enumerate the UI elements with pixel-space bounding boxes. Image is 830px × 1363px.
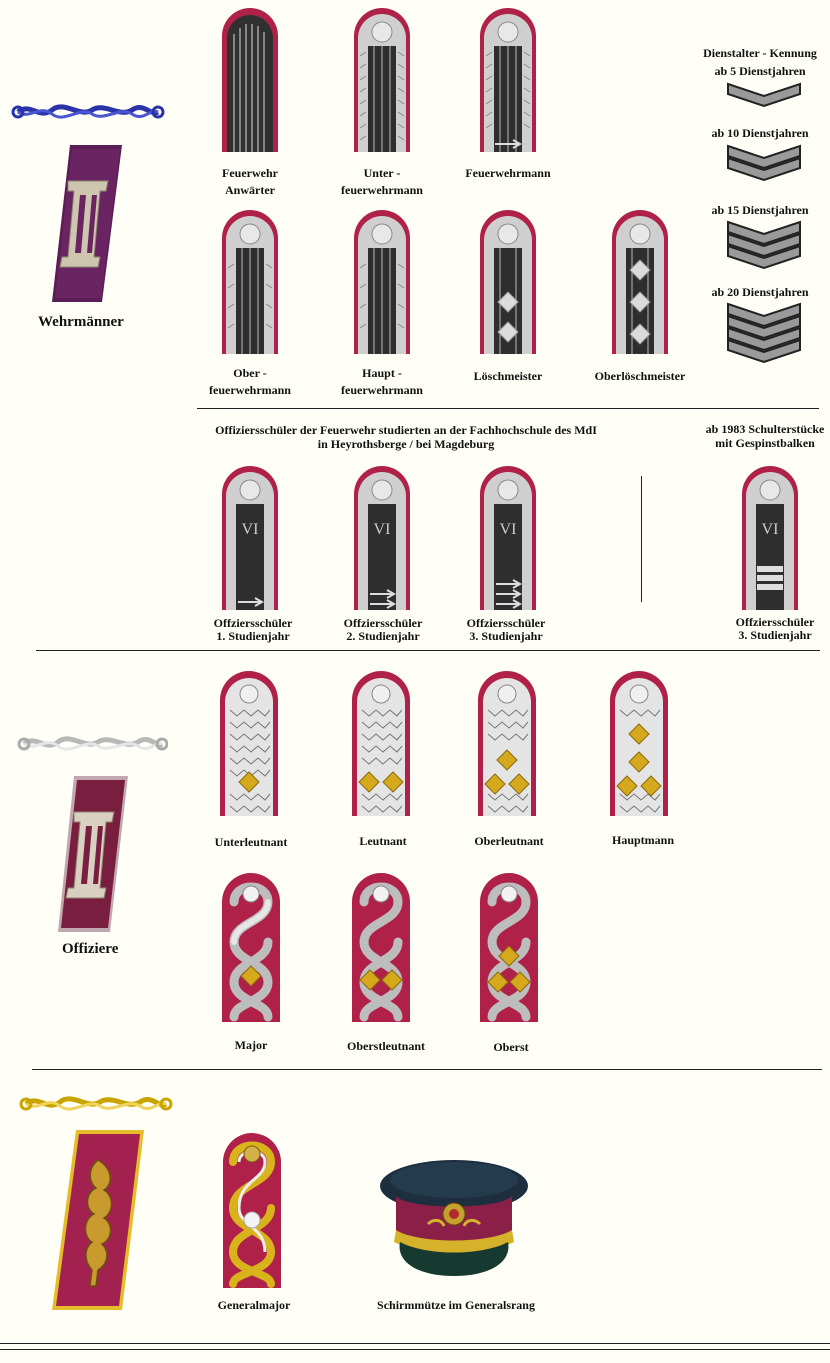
cadets-side-header-line: mit Gespinstbalken [715, 436, 815, 450]
service-title: Dienstalter - Kennung [703, 46, 817, 60]
collar-tab-offiziere-icon [56, 776, 131, 936]
strap-hauptmann-icon [608, 670, 668, 816]
chevron-4-icon [726, 300, 802, 364]
service-20-label: ab 20 Dienstjahren [711, 285, 809, 299]
divider-3 [32, 1069, 822, 1070]
label-line: 2. Studienjahr [346, 629, 420, 643]
section-title-wehrmaenner: Wehrmänner [38, 314, 124, 330]
label-leutnant: Leutnant [359, 834, 407, 848]
bottom-rule-2 [0, 1349, 830, 1350]
label-line: Offziersschüler [735, 615, 815, 629]
strap-cadet-year3-1983-icon: VI [740, 464, 800, 610]
cadets-header: Offiziersschüler der Feuerwehr studierte… [196, 423, 616, 451]
cadets-side-header-line: ab 1983 Schulterstücke [705, 422, 825, 436]
label-line: 3. Studienjahr [469, 629, 543, 643]
strap-major-icon [220, 872, 280, 1022]
label-feuerwehrmann: Feuerwehrmann [458, 165, 558, 182]
roman-numeral: VI [374, 521, 391, 538]
strap-ober-feuerwehrmann-icon [220, 208, 280, 354]
label-unter-feuerwehrmann: Unter - feuerwehrmann [332, 165, 432, 199]
roman-numeral: VI [500, 521, 517, 538]
label-ober-feuerwehrmann: Ober - feuerwehrmann [200, 365, 300, 399]
label-oberloeschmeister: Oberlöschmeister [580, 368, 700, 385]
label-line: 1. Studienjahr [216, 629, 290, 643]
label-line: Feuerwehr [222, 166, 278, 180]
label-line: Unter - [363, 166, 401, 180]
label-generalmajor: Generalmajor [217, 1298, 291, 1312]
label-line: Offziersschüler [213, 616, 293, 630]
label-line: feuerwehrmann [341, 183, 423, 197]
service-5-label: ab 5 Dienstjahren [714, 64, 806, 78]
strap-loeschmeister-icon [478, 208, 538, 354]
vertical-divider [641, 476, 642, 602]
label-oberst: Oberst [493, 1040, 529, 1054]
roman-numeral: VI [242, 521, 259, 538]
label-line: 3. Studienjahr [738, 628, 812, 642]
service-10-label: ab 10 Dienstjahren [711, 126, 809, 140]
label-line: Offziersschüler [466, 616, 546, 630]
label-major: Major [234, 1038, 268, 1052]
strap-feuerwehrmann-icon [478, 6, 538, 152]
label-haupt-feuerwehrmann: Haupt - feuerwehrmann [332, 365, 432, 399]
strap-feuerwehr-anwaerter-icon [220, 6, 280, 153]
bottom-rule-1 [0, 1343, 830, 1344]
label-line: Offziersschüler [343, 616, 423, 630]
collar-tab-wehrmaenner-icon [50, 145, 125, 305]
cadets-header-line: in Heyrothsberge / bei Magdeburg [317, 437, 495, 451]
strap-cadet-year3-icon: VI [478, 464, 538, 610]
label-line: Oberlöschmeister [594, 369, 686, 383]
label-line: Feuerwehrmann [465, 166, 551, 180]
chevron-3-icon [726, 218, 802, 272]
label-line: Löschmeister [473, 369, 543, 383]
cadets-header-line: Offiziersschüler der Feuerwehr studierte… [215, 423, 597, 437]
section-title-offiziere: Offiziere [62, 941, 119, 957]
cadets-side-header: ab 1983 Schulterstücke mit Gespinstbalke… [700, 422, 830, 450]
strap-oberst-icon [478, 872, 538, 1022]
label-line: Ober - [233, 366, 267, 380]
label-oberleutnant: Oberleutnant [474, 834, 544, 848]
label-oberstleutnant: Oberstleutnant [347, 1039, 425, 1053]
gold-cord-icon [18, 1090, 173, 1120]
chevron-2-icon [726, 142, 802, 182]
collar-tab-general-icon [50, 1130, 146, 1312]
strap-oberstleutnant-icon [350, 872, 410, 1022]
chevron-1-icon [726, 80, 802, 110]
strap-oberloeschmeister-icon [610, 208, 670, 354]
roman-numeral: VI [762, 521, 779, 538]
silver-cord-icon [16, 730, 168, 760]
label-line: feuerwehrmann [209, 383, 291, 397]
strap-unterleutnant-icon [218, 670, 278, 816]
label-unterleutnant: Unterleutnant [214, 835, 288, 849]
strap-cadet-year2-icon: VI [352, 464, 412, 610]
general-cap-icon [378, 1150, 530, 1280]
service-15-label: ab 15 Dienstjahren [711, 203, 809, 217]
label-general-cap: Schirmmütze im Generalsrang [377, 1298, 535, 1312]
strap-unter-feuerwehrmann-icon [352, 6, 412, 152]
label-line: Haupt - [362, 366, 402, 380]
blue-cord-icon [10, 98, 165, 128]
strap-generalmajor-icon [221, 1132, 281, 1288]
divider-1 [197, 408, 819, 409]
strap-leutnant-icon [350, 670, 410, 816]
divider-2 [36, 650, 820, 651]
label-loeschmeister: Löschmeister [458, 368, 558, 385]
strap-cadet-year1-icon: VI [220, 464, 280, 610]
label-hauptmann: Hauptmann [611, 833, 675, 847]
strap-oberleutnant-icon [476, 670, 536, 816]
label-line: Anwärter [225, 183, 275, 197]
label-line: feuerwehrmann [341, 383, 423, 397]
strap-haupt-feuerwehrmann-icon [352, 208, 412, 354]
